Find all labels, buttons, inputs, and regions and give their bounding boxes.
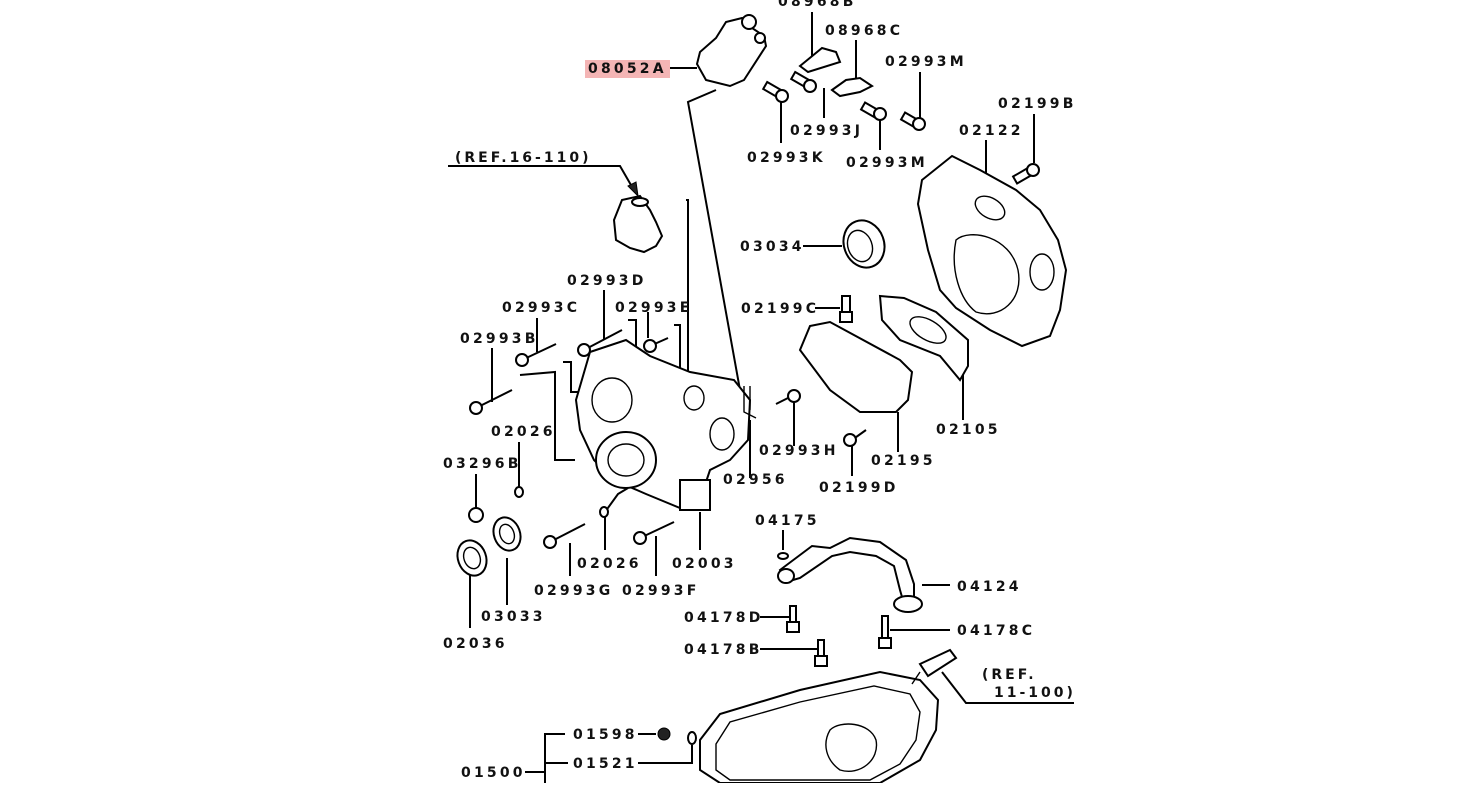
ref-11-100-line2[interactable]: 11-100) xyxy=(994,685,1076,701)
part-label-04175[interactable]: 04175 xyxy=(755,513,820,529)
oil-pan-01500 xyxy=(699,670,940,784)
drain-plug xyxy=(657,727,697,745)
part-label-02003[interactable]: 02003 xyxy=(672,556,737,572)
part-label-02956[interactable]: 02956 xyxy=(723,472,788,488)
oil-strainer-04124 xyxy=(777,536,923,613)
part-label-02036[interactable]: 02036 xyxy=(443,636,508,652)
part-label-04178C[interactable]: 04178C xyxy=(957,623,1036,639)
cover-02195 xyxy=(798,320,914,413)
part-label-02993M-top[interactable]: 02993M xyxy=(885,54,967,70)
part-label-04178D[interactable]: 04178D xyxy=(684,610,764,626)
part-label-02026-lower[interactable]: 02026 xyxy=(577,556,642,572)
part-label-01500[interactable]: 01500 xyxy=(461,765,526,781)
part-label-08968B[interactable]: 08968B xyxy=(778,0,857,10)
part-label-02993F[interactable]: 02993F xyxy=(622,583,700,599)
part-label-02993K[interactable]: 02993K xyxy=(747,150,826,166)
water-outlet-fitting xyxy=(612,194,664,254)
part-label-02993E[interactable]: 02993E xyxy=(615,300,693,316)
part-label-02199C[interactable]: 02199C xyxy=(741,301,820,317)
front-case-02003 xyxy=(574,338,752,511)
part-label-02993H[interactable]: 02993H xyxy=(759,443,839,459)
part-label-01521[interactable]: 01521 xyxy=(573,756,638,772)
part-label-04178B[interactable]: 04178B xyxy=(684,642,763,658)
part-label-02993J[interactable]: 02993J xyxy=(790,123,864,139)
oil-seal-03034 xyxy=(842,219,886,269)
ref-16-110[interactable]: (REF.16-110) xyxy=(455,150,592,166)
part-label-02993G[interactable]: 02993G xyxy=(534,583,614,599)
part-label-02993M-bottom[interactable]: 02993M xyxy=(846,155,928,171)
thermostat-housing xyxy=(695,14,768,88)
part-label-02993B[interactable]: 02993B xyxy=(460,331,539,347)
part-label-02993D[interactable]: 02993D xyxy=(567,273,647,289)
part-label-02026-upper[interactable]: 02026 xyxy=(491,424,556,440)
part-label-03033[interactable]: 03033 xyxy=(481,609,546,625)
part-label-02199D[interactable]: 02199D xyxy=(819,480,899,496)
leader-lines xyxy=(448,12,1074,783)
bolts-front-case xyxy=(469,329,867,549)
part-label-02199B[interactable]: 02199B xyxy=(998,96,1077,112)
part-label-03296B[interactable]: 03296B xyxy=(443,456,522,472)
bracket-08968B xyxy=(798,46,842,74)
timing-cover-02105 xyxy=(878,294,969,382)
part-label-01598[interactable]: 01598 xyxy=(573,727,638,743)
part-label-03034[interactable]: 03034 xyxy=(740,239,805,255)
part-label-02105[interactable]: 02105 xyxy=(936,422,1001,438)
rear-plate-02122 xyxy=(916,154,1068,348)
bracket-08968C xyxy=(830,76,874,98)
part-label-08968C[interactable]: 08968C xyxy=(825,23,904,39)
bolt-02199C xyxy=(839,295,853,323)
part-label-08052A-highlighted[interactable]: 08052A xyxy=(585,60,670,78)
bracket-02956 xyxy=(743,386,757,419)
part-label-02195[interactable]: 02195 xyxy=(871,453,936,469)
ref-11-100-line1[interactable]: (REF. xyxy=(982,667,1037,683)
part-label-02993C[interactable]: 02993C xyxy=(502,300,581,316)
bolts-04178 xyxy=(786,605,892,667)
small-parts xyxy=(456,486,609,577)
bolts-top xyxy=(761,70,1040,185)
dipstick-guide xyxy=(911,648,958,685)
part-label-02122[interactable]: 02122 xyxy=(959,123,1024,139)
part-label-04124[interactable]: 04124 xyxy=(957,579,1022,595)
